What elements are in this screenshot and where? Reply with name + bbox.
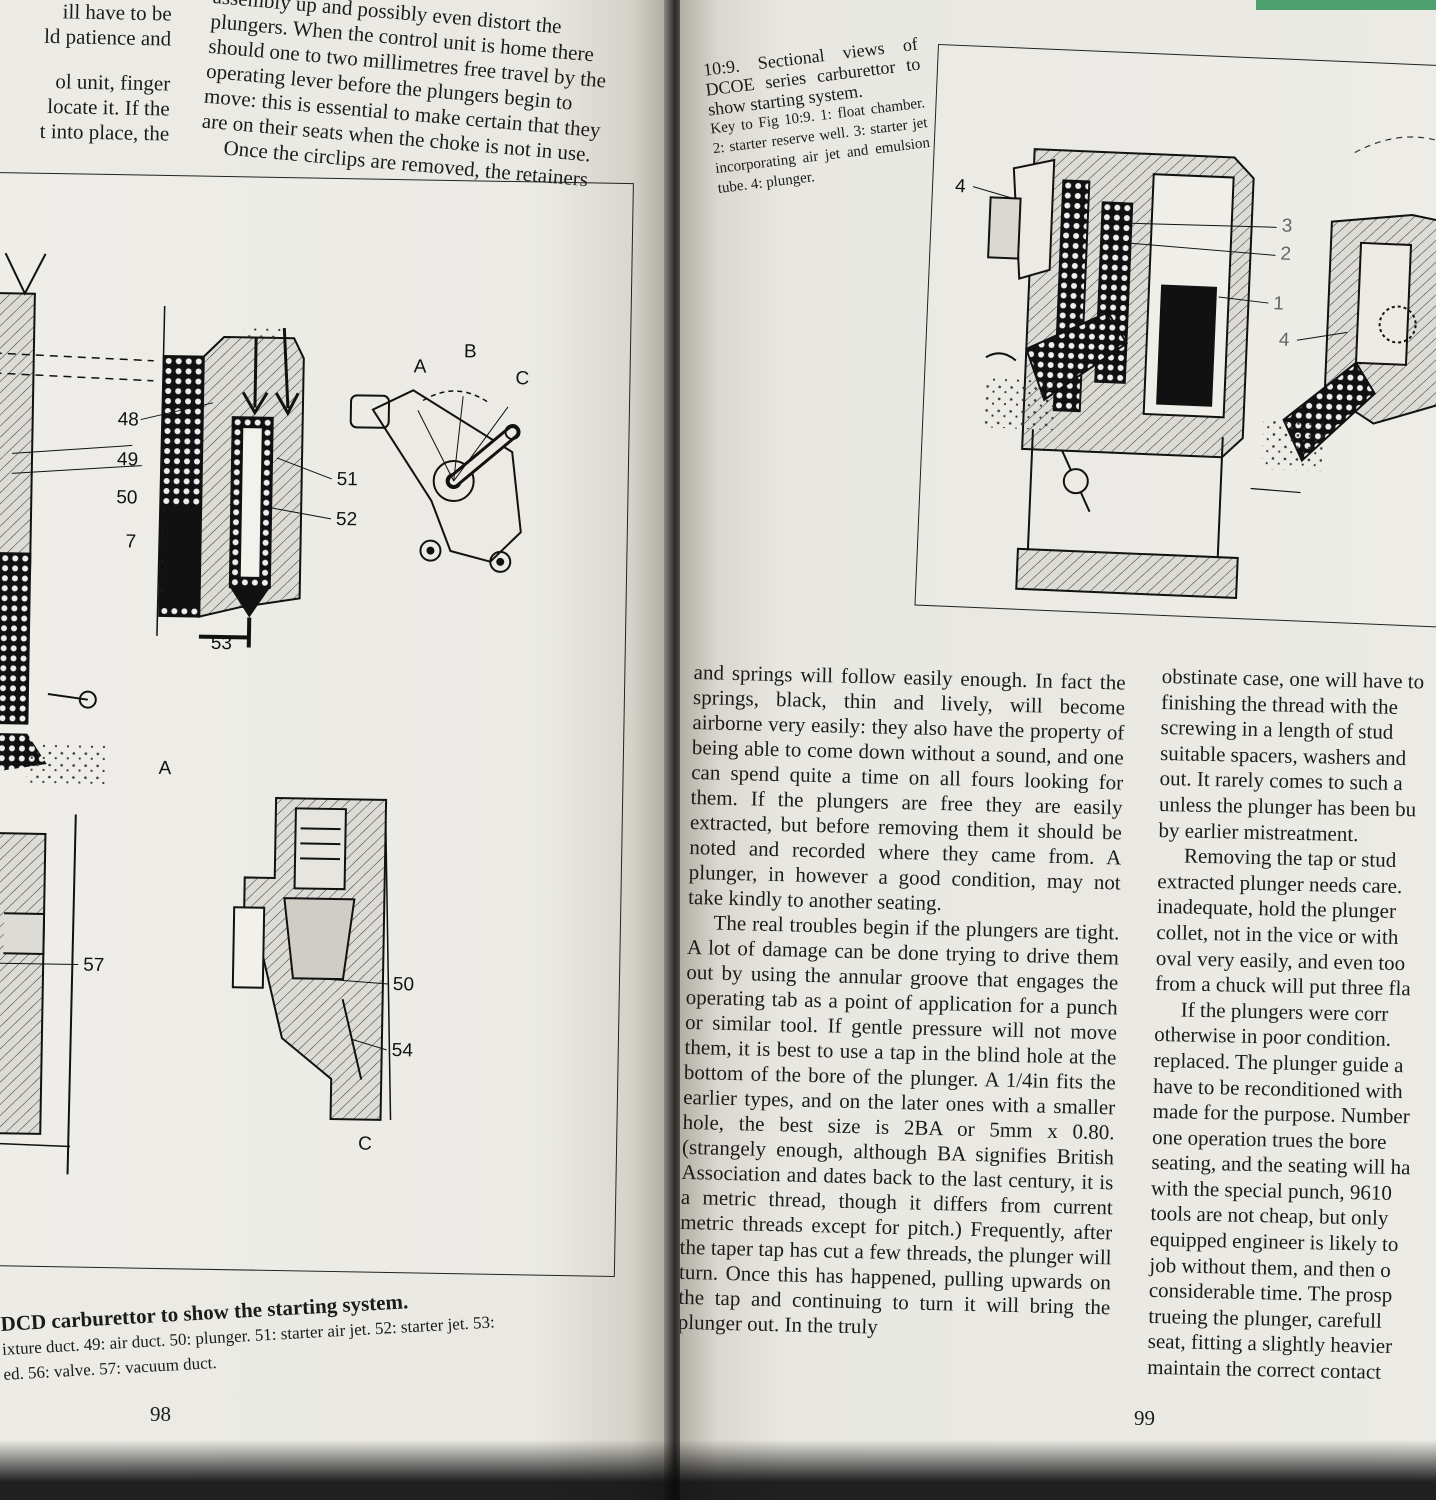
text-line: ld patience and (43, 23, 172, 51)
left-top-column-1: ill have to be ld patience and ol unit, … (0, 0, 172, 147)
left-top-column-2: assembly up and possibly even distort th… (199, 0, 635, 195)
dcoe-sectional-diagram: 4 3 2 1 4 (955, 136, 1436, 600)
right-figure-frame: 4 3 2 1 4 (914, 44, 1436, 629)
section-letter-a: A (413, 356, 426, 377)
right-page: 10:9. Sectional views of DCOE series car… (680, 0, 1436, 1500)
left-figure-frame: 48 49 50 7 51 52 53 57 50 54 A B C A B C (0, 172, 634, 1277)
page-number-left: 98 (150, 1402, 171, 1426)
book-edge-highlight (1256, 0, 1436, 10)
dcoe-leader-lines (972, 186, 1348, 341)
panel-label-c: C (358, 1133, 372, 1154)
callout-4-secondary: 4 (1278, 330, 1290, 351)
dcoe-main-section (982, 148, 1255, 600)
book-bottom-shadow (0, 1440, 1436, 1500)
callout-48: 48 (118, 409, 140, 430)
section-b-lever (349, 389, 522, 573)
dcoe-secondary-section (1250, 136, 1436, 494)
callout-53: 53 (211, 633, 233, 654)
callout-51: 51 (337, 469, 359, 490)
callout-2: 2 (1280, 244, 1291, 265)
callout-50: 50 (116, 487, 138, 508)
callout-52: 52 (336, 509, 358, 530)
section-b-body (0, 814, 77, 1175)
leader-lines (0, 402, 388, 1051)
callout-4: 4 (955, 176, 967, 197)
right-column-2: obstinate case, one will have to finishi… (1147, 664, 1436, 1387)
starting-system-diagram: 48 49 50 7 51 52 53 57 50 54 A B C A B C (0, 252, 529, 1175)
text-line: t into place, the (39, 118, 170, 146)
callout-54: 54 (392, 1040, 414, 1061)
paragraph: and springs will follow easily enough. I… (687, 660, 1126, 916)
callout-49: 49 (117, 449, 139, 470)
paragraph: The real troubles begin if the plungers … (680, 910, 1120, 1339)
left-page: ill have to be ld patience and ol unit, … (0, 0, 672, 1500)
callout-57: 57 (83, 955, 105, 976)
section-letter-b: B (464, 341, 477, 362)
section-letter-c: C (515, 368, 529, 389)
section-a-body (0, 252, 166, 786)
section-c-plunger (231, 796, 392, 1121)
panel-label-a: A (158, 758, 171, 779)
callout-7: 7 (125, 531, 136, 552)
callout-1: 1 (1273, 293, 1284, 314)
text-line: ol unit, finger (55, 69, 171, 96)
page-number-right: 99 (1134, 1406, 1155, 1430)
callout-50-c: 50 (393, 974, 415, 995)
left-figure-caption: DCD carburettor to show the starting sys… (0, 1276, 653, 1387)
figure-key-10-9: 10:9. Sectional views of DCOE series car… (702, 34, 933, 199)
text-line: maintain the correct contact (1147, 1354, 1382, 1384)
text-line: locate it. If the (47, 94, 170, 121)
callout-3: 3 (1281, 216, 1292, 237)
right-column-1: and springs will follow easily enough. I… (680, 660, 1126, 1345)
section-a-starter (158, 327, 305, 648)
